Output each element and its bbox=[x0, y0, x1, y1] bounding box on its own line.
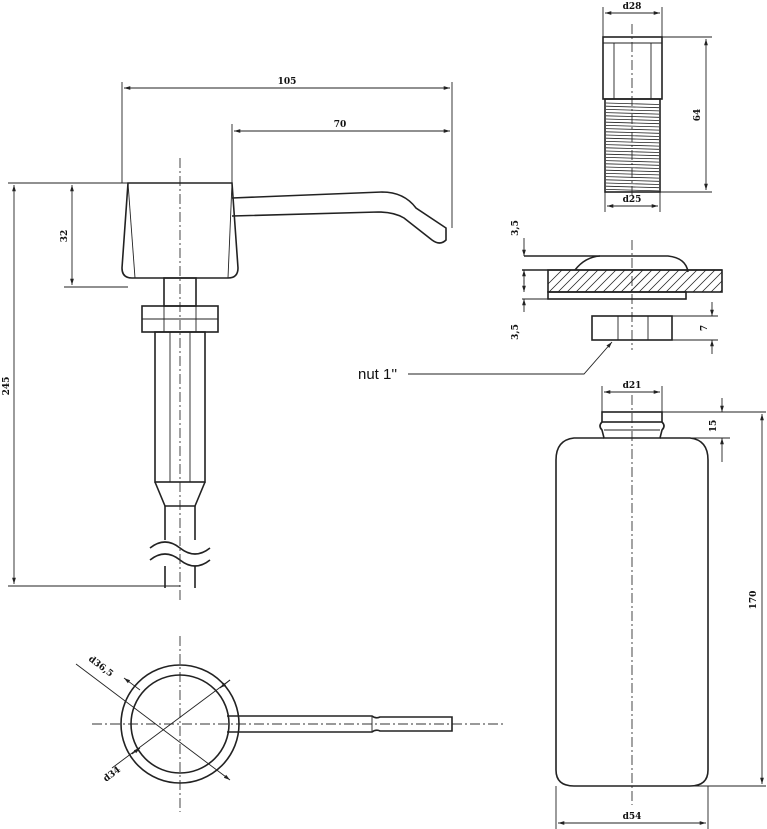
outer-ring bbox=[120, 664, 240, 784]
mounting-washer bbox=[547, 291, 687, 300]
dim-tube-height: 64 bbox=[693, 109, 703, 122]
worktop-hatching bbox=[547, 269, 723, 293]
nut-label: nut 1'' bbox=[358, 366, 397, 383]
pump-side-view bbox=[121, 158, 447, 600]
mounting-nut bbox=[591, 315, 673, 341]
pump-top-view: d36,5 d34 bbox=[75, 636, 505, 812]
dim-tube-top-diameter: d28 bbox=[623, 2, 642, 12]
dim-tube-thread-diameter: d25 bbox=[623, 195, 642, 205]
dim-washer-bottom: 3,5 bbox=[511, 324, 521, 340]
threaded-tube: d28 64 d25 bbox=[602, 2, 712, 212]
inner-ring bbox=[130, 674, 230, 774]
dim-outer-diameter: d36,5 bbox=[86, 654, 115, 679]
dim-bottle-height: 170 bbox=[749, 591, 759, 610]
bottle-body bbox=[555, 437, 709, 787]
dim-spout-length: 70 bbox=[334, 120, 347, 130]
side-view-dimensions: 105 70 32 245 bbox=[2, 77, 453, 587]
dim-neck-height: 15 bbox=[709, 420, 719, 433]
dim-total-length: 245 bbox=[2, 377, 12, 396]
tube-threads bbox=[605, 102, 660, 192]
pump-body bbox=[154, 331, 206, 483]
worktop-mounting: 3,5 3,5 7 nut 1'' bbox=[358, 220, 723, 383]
bottle: d21 15 170 d54 bbox=[555, 381, 766, 829]
dim-inner-diameter: d34 bbox=[102, 765, 123, 784]
pump-spout bbox=[231, 191, 447, 244]
dim-spout-reach: 105 bbox=[278, 77, 297, 87]
dim-neck-diameter: d21 bbox=[623, 381, 642, 391]
dim-nut-height: 7 bbox=[700, 325, 710, 331]
dim-washer-top: 3,5 bbox=[511, 220, 521, 236]
mounting-cap bbox=[574, 255, 689, 273]
bottle-neck bbox=[601, 411, 663, 423]
dim-bottle-diameter: d54 bbox=[623, 812, 642, 822]
spout-arm-top bbox=[227, 715, 453, 733]
dim-head-height: 32 bbox=[60, 230, 70, 243]
